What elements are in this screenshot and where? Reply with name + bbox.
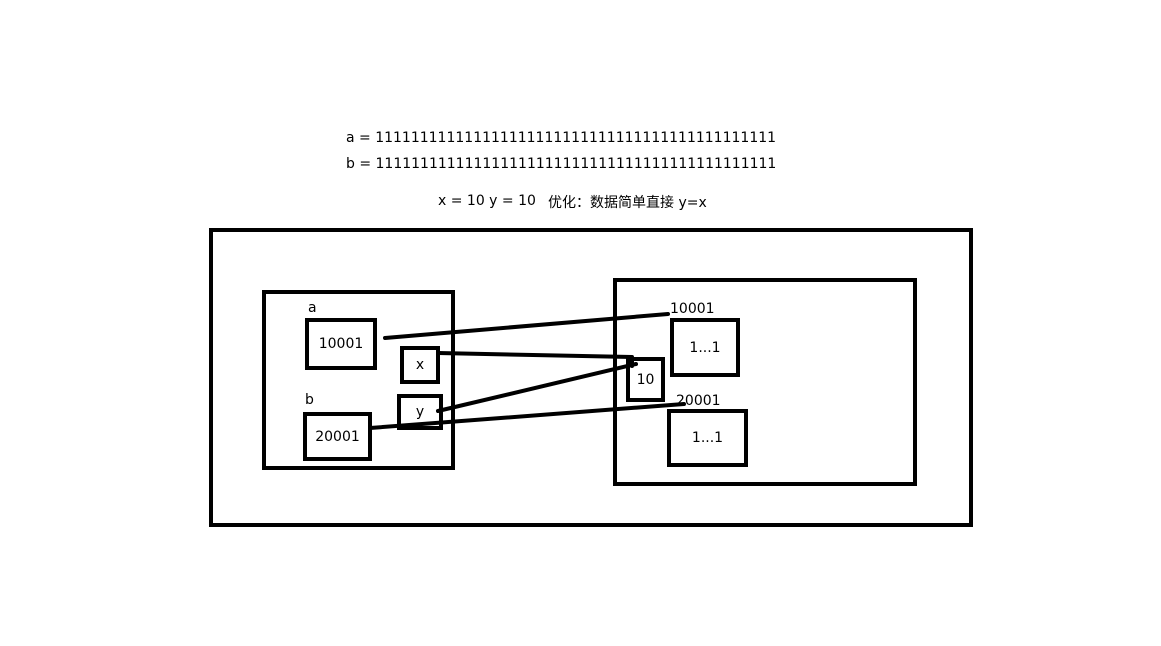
- heap-shared-value: 10: [626, 357, 665, 402]
- stack-cell-y-label: y: [415, 404, 425, 420]
- heap-block-2-content: 1...1: [691, 430, 724, 446]
- heap-block-2: 1...1: [667, 409, 748, 467]
- heap-address-1: 10001: [670, 301, 715, 317]
- stack-cell-x-label: x: [415, 357, 425, 373]
- stack-cell-b: 20001: [303, 412, 372, 461]
- stack-label-b: b: [305, 392, 314, 408]
- assignment-text: x = 10 y = 10: [438, 193, 536, 209]
- stack-cell-b-value: 20001: [315, 428, 360, 445]
- stack-cell-a: 10001: [305, 318, 377, 370]
- stack-cell-x: x: [400, 346, 440, 384]
- heap-address-2: 20001: [676, 393, 721, 409]
- stack-cell-a-value: 10001: [318, 336, 364, 352]
- optimization-note: 优化：数据简单直接 y=x: [548, 195, 707, 211]
- heap-block-1: 1...1: [670, 318, 740, 377]
- heap-block-1-content: 1...1: [689, 339, 721, 356]
- heap-shared-value-text: 10: [636, 371, 655, 388]
- stack-label-a: a: [308, 300, 317, 316]
- stack-cell-y: y: [397, 394, 443, 430]
- memory-frame: [209, 228, 973, 527]
- text-line-b: b = 111111111111111111111111111111111111…: [346, 156, 777, 172]
- text-line-a: a = 111111111111111111111111111111111111…: [346, 130, 777, 146]
